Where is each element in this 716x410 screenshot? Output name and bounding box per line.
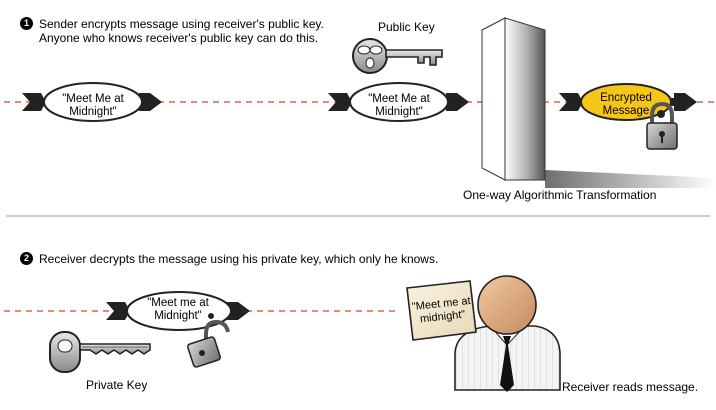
receiver-person <box>454 275 561 392</box>
step-1-number: 1 <box>20 17 33 30</box>
decrypted-message-arrow <box>106 291 250 331</box>
step-2-number: 2 <box>20 252 33 265</box>
step-1-line-2: Anyone who knows receiver's public key c… <box>39 31 319 45</box>
message-original-text: "Meet Me at Midnight" <box>62 93 124 118</box>
message-note <box>406 280 477 341</box>
encrypted-message-arrow <box>559 83 697 121</box>
step-2-line-1: Receiver decrypts the message using his … <box>39 252 439 266</box>
private-key-label: Private Key <box>86 378 148 392</box>
decrypted-message-text: "Meet me at Midnight" <box>147 297 209 322</box>
public-key-icon <box>352 38 443 74</box>
padlock-open-icon <box>187 319 230 368</box>
step-1-line-1: Sender encrypts message using receiver's… <box>39 17 324 31</box>
message-before-transform-text: "Meet Me at Midnight" <box>368 93 430 118</box>
step-1-caption: 1 Sender encrypts message using receiver… <box>20 17 324 45</box>
transformation-label: One-way Algorithmic Transformation <box>463 188 657 202</box>
message-arrow-1 <box>22 82 162 122</box>
receiver-label: Receiver reads message. <box>562 380 699 394</box>
one-way-wall <box>481 17 716 188</box>
private-key-icon <box>49 331 151 373</box>
message-arrow-2 <box>328 82 469 122</box>
encrypted-message-text: Encrypted Message <box>600 92 652 117</box>
step-2-caption: 2 Receiver decrypts the message using hi… <box>20 252 438 266</box>
public-key-label: Public Key <box>378 20 435 34</box>
padlock-closed-icon <box>646 101 678 150</box>
